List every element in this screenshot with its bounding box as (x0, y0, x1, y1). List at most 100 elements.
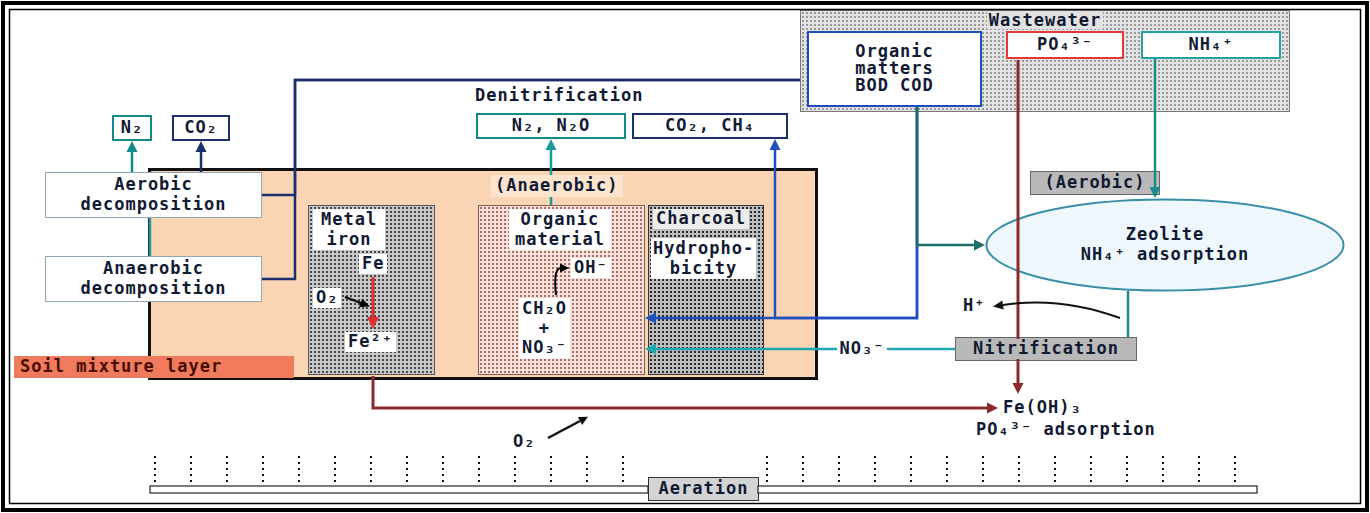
label: Fe(OH)₃ (1002, 398, 1083, 418)
node-text: CH₂O + NO₃⁻ (519, 298, 570, 359)
process-box: Aerobic decomposition (45, 172, 262, 218)
node-text: Zeolite (1124, 225, 1207, 245)
text-slot: PO₄³⁻ (1035, 35, 1095, 55)
frame (3, 3, 1367, 510)
node-text: CO₂ (182, 118, 220, 138)
node-text: (Aerobic) (1042, 173, 1147, 193)
node-text: Anaerobic decomposition (51, 259, 256, 298)
product-box: N₂, N₂O (476, 113, 626, 139)
text-slot: CO₂, CH₄ (663, 116, 757, 136)
arrow-head (127, 141, 138, 152)
arrow-head (196, 141, 207, 152)
product-box: CO₂, CH₄ (632, 113, 788, 139)
node-text: Organic matters BOD COD (853, 43, 936, 94)
node-text: N₂ (119, 118, 145, 138)
label: H⁺ (962, 296, 986, 316)
node-text: (Anaerobic) (491, 175, 623, 197)
input-box: Organic matters BOD COD (807, 31, 982, 107)
node-text: NH₄⁺ adsorption (1079, 245, 1252, 265)
ellipse-outline (986, 199, 1343, 290)
text-slot: Organic matters BOD COD (853, 43, 936, 95)
arrow-head (578, 417, 588, 425)
text-slot: Soil mixture layer (14, 356, 294, 378)
axis-tag: Aeration (648, 477, 759, 501)
process-box: Anaerobic decomposition (45, 256, 262, 302)
arrow-head (546, 139, 557, 150)
product-box: N₂ (112, 115, 152, 141)
node-text: CO₂, CH₄ (663, 116, 757, 136)
node-text: OH⁻ (571, 258, 611, 278)
text-slot: OH⁻ (571, 258, 611, 278)
text-slot: Aeration (651, 479, 757, 499)
node-text: Soil mixture layer (14, 356, 294, 378)
label-slot: H⁺ (962, 296, 986, 316)
frame (10, 10, 1361, 504)
connector-line (917, 107, 978, 245)
text-slot: NH₄⁺ adsorption (1079, 245, 1252, 265)
node-text: PO₄³⁻ (1035, 35, 1095, 55)
edge-label-slot: NO₃⁻ (837, 339, 888, 359)
connector (917, 107, 985, 251)
text-slot: Zeolite (1124, 225, 1207, 245)
arrow-head (770, 139, 781, 150)
aeration-bar (150, 486, 648, 493)
text-slot: Anaerobic decomposition (51, 259, 256, 298)
node-text: Nitrification (971, 339, 1121, 359)
text-slot: N₂ (119, 118, 145, 138)
text-slot: Fe²⁺ (345, 332, 396, 352)
label-slot: O₂ (512, 432, 536, 452)
input-box: PO₄³⁻ (1006, 31, 1124, 59)
connector-line (131, 148, 134, 172)
connector (127, 141, 138, 172)
node-text: Aerobic decomposition (51, 175, 256, 214)
text-slot: Aerobic decomposition (51, 175, 256, 214)
text-slot: N₂, N₂O (510, 116, 593, 136)
node-text: Aeration (651, 479, 757, 499)
node-text: NH₄⁺ (1187, 35, 1236, 55)
condition-tag: (Aerobic) (1030, 171, 1160, 195)
product-box: CO₂ (172, 115, 230, 141)
arrow-head (987, 403, 998, 414)
node-text: Hydropho-bicity (651, 238, 756, 279)
label-slot: Denitrification (474, 86, 645, 106)
text-slot: (Anaerobic) (491, 175, 623, 197)
text-slot: Fe (359, 254, 387, 274)
node-text: Fe²⁺ (345, 332, 396, 352)
material-box: Metal ironFeO₂ Fe²⁺ (308, 205, 435, 375)
text-slot: CH₂O + NO₃⁻ (519, 298, 570, 359)
arrow-head (993, 301, 1004, 310)
text-slot: CO₂ (182, 118, 220, 138)
node-text: Fe (359, 254, 387, 274)
node-text: N₂, N₂O (510, 116, 593, 136)
label-slot: Fe(OH)₃ (1002, 398, 1083, 418)
text-slot: Hydropho-bicity (651, 238, 756, 279)
text-slot: (Aerobic) (1042, 173, 1147, 193)
node-text: O₂ (313, 288, 341, 308)
connector-line (1127, 291, 1130, 337)
connector (1128, 291, 1129, 337)
node-text: Metal iron (313, 209, 385, 250)
text-slot: O₂ (313, 288, 341, 308)
label: O₂ (512, 432, 536, 452)
node-text: Charcoal (653, 209, 749, 229)
edge-label: NO₃⁻ (837, 339, 888, 359)
material-box: Organic materialOH⁻CH₂O + NO₃⁻ (478, 205, 645, 375)
proton-arrow (1003, 302, 1120, 318)
input-box: NH₄⁺ (1141, 31, 1281, 59)
process-tag: Nitrification (955, 337, 1137, 361)
text-slot: Metal iron (313, 209, 385, 250)
iron-flow-line (373, 376, 988, 408)
aeration-bar (758, 486, 1257, 493)
oxygen-arrow (548, 421, 580, 438)
arrow-head (974, 240, 985, 251)
wastewater-panel: WastewaterOrganic matters BOD COD PO₄³⁻ NH… (800, 10, 1290, 112)
text-slot: NH₄⁺ (1187, 35, 1236, 55)
material-box: CharcoalHydropho-bicity (648, 205, 764, 375)
zeolite-ellipse: ZeoliteNH₄⁺ adsorption (985, 198, 1345, 292)
label: PO₄³⁻ adsorption (975, 420, 1157, 440)
text-slot: Nitrification (971, 339, 1121, 359)
label: Denitrification (474, 86, 645, 106)
node-text: Wastewater (987, 12, 1103, 29)
